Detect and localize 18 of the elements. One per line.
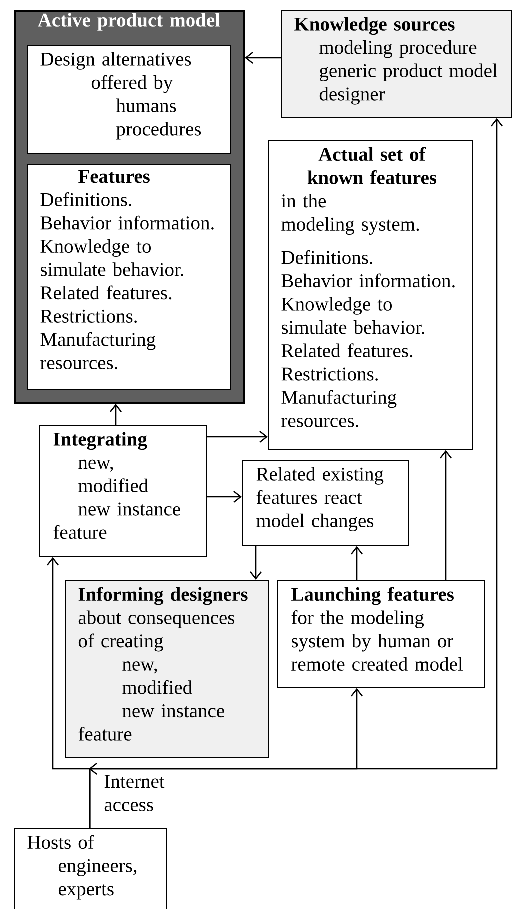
edge-label: Internet access — [103, 774, 176, 812]
arrow — [89, 118, 504, 828]
process-box: Integrating new, modified new instance feature — [39, 425, 208, 558]
arrow — [245, 52, 281, 64]
process-box: Actual set of known features in the modeling system. Definitions. Behavior information. Knowledge to simulate behavior. Related features. Restrictions. Manufacturing resources. — [268, 140, 474, 450]
process-box: Design alternatives offered by humans procedures — [27, 45, 232, 154]
source-box: Knowledge sources modeling procedure generic product model designer — [281, 10, 512, 118]
arrow — [440, 450, 452, 580]
arrow — [207, 491, 242, 504]
process-box: Informing designers about consequences of creating new, modified new instance feature — [65, 580, 270, 758]
host-box: Hosts of engineers, experts — [14, 828, 168, 909]
process-box: Features Definitions. Behavior information. Knowledge to simulate behavior. Related features. Restrictions. Manufacturing resources. — [27, 164, 232, 390]
arrow — [110, 404, 122, 425]
arrow — [351, 546, 364, 580]
arrow — [250, 546, 262, 580]
process-box: Related existing features react model changes — [242, 460, 410, 546]
arrow — [207, 431, 268, 444]
process-box: Launching features for the modeling system by human or remote created model — [277, 580, 486, 688]
